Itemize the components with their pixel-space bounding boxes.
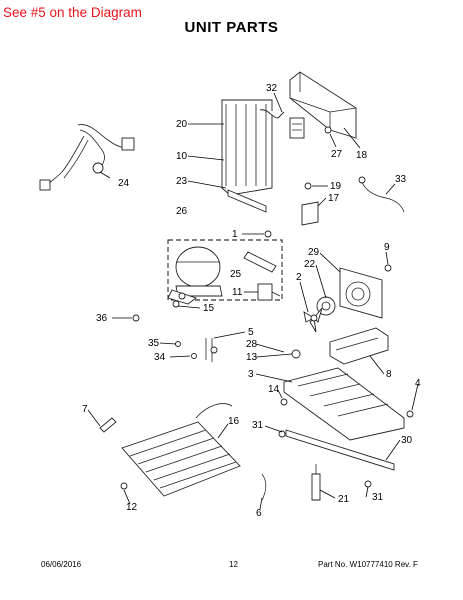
callout-23: 23 — [176, 176, 188, 187]
callout-9: 9 — [384, 242, 390, 253]
callout-16: 16 — [228, 416, 240, 427]
part-33-sensor — [358, 176, 405, 213]
callout-1: 1 — [232, 229, 238, 240]
callout-8: 8 — [386, 369, 392, 380]
part-30-rail — [278, 429, 395, 488]
callout-14: 14 — [268, 384, 280, 395]
callout-28: 28 — [246, 339, 258, 350]
callout-31b: 31 — [372, 492, 384, 503]
callout-35: 35 — [148, 338, 160, 349]
part-3-base-plate — [283, 367, 405, 441]
footer-part-number: Part No. W10777410 Rev. F — [318, 560, 418, 569]
part-10-condenser — [221, 99, 285, 213]
part-21-thermistor — [311, 464, 321, 501]
part-17-bracket — [301, 182, 319, 226]
leader-lines — [87, 92, 419, 510]
callout-36: 36 — [96, 313, 108, 324]
callout-10: 10 — [176, 151, 188, 162]
callout-21: 21 — [338, 494, 350, 505]
callout-11: 11 — [232, 287, 243, 298]
footer-page-number: 12 — [229, 560, 238, 569]
part-7-tube — [99, 417, 117, 433]
fasteners — [120, 230, 414, 490]
callout-34: 34 — [154, 352, 166, 363]
callout-4: 4 — [415, 378, 421, 389]
callout-31a: 31 — [252, 420, 264, 431]
part-25-capacitor — [243, 251, 277, 273]
callout-32: 32 — [266, 83, 278, 94]
callout-7: 7 — [82, 404, 88, 415]
callout-6: 6 — [256, 508, 262, 519]
footer-date: 06/06/2016 — [41, 560, 82, 569]
callout-5: 5 — [248, 327, 254, 338]
part-29-fan-shroud — [339, 267, 383, 319]
callout-25: 25 — [230, 269, 242, 280]
part-6-wire — [261, 473, 267, 501]
callout-numbers: 32 20 10 23 27 18 24 19 17 33 26 1 9 29 … — [82, 83, 421, 519]
callout-26: 26 — [176, 206, 188, 217]
page-title: UNIT PARTS — [184, 19, 279, 36]
callout-20: 20 — [176, 119, 188, 130]
part-2-fan-blade — [303, 307, 323, 333]
part-8-drain-pan — [329, 327, 389, 365]
callout-24: 24 — [118, 178, 130, 189]
callout-12: 12 — [126, 502, 138, 513]
callout-18: 18 — [356, 150, 368, 161]
callout-19: 19 — [330, 181, 342, 192]
callout-33: 33 — [395, 174, 407, 185]
diagram-note: See #5 on the Diagram — [3, 5, 142, 20]
part-26-compressor-assembly — [167, 239, 283, 305]
callout-17: 17 — [328, 193, 340, 204]
callout-30: 30 — [401, 435, 413, 446]
part-16-evaporator — [121, 403, 241, 497]
callout-27: 27 — [331, 149, 343, 160]
callout-3: 3 — [248, 369, 254, 380]
part-24-wire-harness — [39, 124, 135, 191]
callout-22: 22 — [304, 259, 316, 270]
callout-15: 15 — [203, 303, 215, 314]
callout-29: 29 — [308, 247, 320, 258]
part-18-air-duct — [289, 71, 357, 139]
part-5-line — [205, 338, 218, 362]
callout-13: 13 — [246, 352, 258, 363]
part-11-relay — [257, 283, 281, 301]
callout-2: 2 — [296, 272, 302, 283]
